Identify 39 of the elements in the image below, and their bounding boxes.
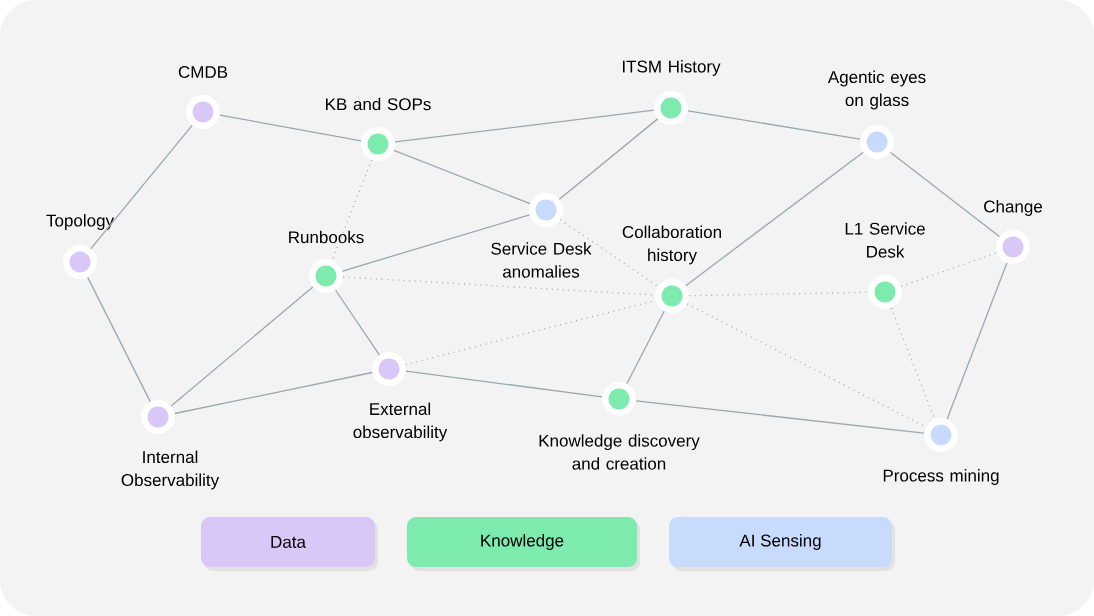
node-label: Service Desk anomalies: [491, 242, 592, 278]
connector-line: [90, 124, 193, 250]
connector-line: [946, 262, 1008, 420]
connector-line: [393, 149, 531, 205]
connector-line: [341, 214, 531, 272]
node-label: Process mining: [883, 469, 999, 485]
connector-line: [687, 110, 861, 140]
connector-line: [170, 286, 314, 407]
node-label: L1 Service Desk: [845, 222, 925, 258]
node-label: Agentic eyes on glass: [827, 70, 926, 110]
connector-line: [559, 219, 659, 287]
connector-line: [688, 291, 869, 297]
node-label: External observability: [353, 402, 448, 442]
legend-item: AI Sensing: [669, 517, 892, 567]
connector-line: [219, 114, 362, 142]
connector-line: [889, 151, 1001, 238]
node-label: Knowledge discovery and creation: [539, 434, 700, 470]
connector-line: [335, 289, 380, 356]
node-label: ITSM History: [623, 60, 721, 76]
node-label: Change: [984, 200, 1042, 216]
node-label: Collaboration history: [622, 225, 721, 265]
node-label: CMDB: [178, 66, 228, 79]
node-label: Runbooks: [289, 230, 364, 244]
legend-item: Knowledge: [407, 517, 637, 567]
connector-line: [331, 159, 373, 261]
connector-line: [87, 276, 151, 403]
connector-line: [626, 310, 665, 385]
connector-line: [174, 371, 373, 415]
connector-line: [900, 252, 998, 287]
connector-line: [890, 307, 936, 420]
legend-item: Data: [201, 517, 375, 567]
connector-line: [405, 370, 603, 398]
node-label: Topology: [46, 214, 114, 230]
connector-line: [394, 109, 655, 143]
node-label: KB and SOPs: [326, 97, 431, 111]
connector-line: [635, 400, 925, 434]
node-label: Internal Observability: [121, 450, 220, 490]
connector-line: [558, 118, 659, 200]
connector-line: [685, 151, 864, 287]
